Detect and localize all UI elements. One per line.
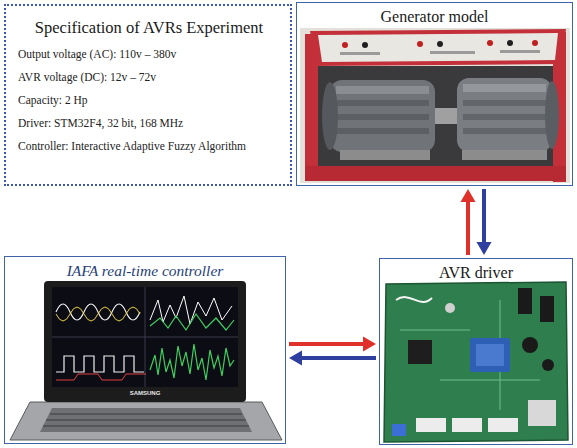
pcb-photo-part [522, 337, 538, 353]
pcb-photo-part [540, 296, 554, 322]
generator-photo-part [318, 33, 558, 62]
pcb-photo-part [440, 380, 540, 381]
pcb-photo-part [408, 340, 432, 364]
pcb-photo-part [452, 418, 482, 432]
laptop-photo [10, 281, 282, 440]
arrow-head [363, 337, 376, 352]
generator-photo-part [322, 82, 338, 150]
pcb-photo-part [384, 282, 568, 442]
spec-line: Output voltage (AC): 110v – 380v [18, 47, 280, 61]
pcb-photo-part [392, 424, 406, 436]
generator-photo-part [435, 108, 457, 124]
laptop-photo-part [150, 296, 232, 324]
generator-box: Generator model [296, 2, 573, 186]
pcb-photo-part [488, 418, 518, 432]
laptop-photo-part [43, 426, 249, 427]
generator-photo-part [340, 52, 380, 55]
laptop-photo-part [56, 374, 146, 380]
generator-photo-part [532, 40, 538, 46]
pcb-photo-part [470, 338, 510, 372]
laptop-photo-part [52, 287, 238, 387]
box-title: Generator model [303, 7, 566, 26]
signal-arrow [477, 189, 492, 255]
spec-title: Specification of AVRs Experiment [18, 18, 280, 38]
laptop-photo-part [10, 402, 282, 440]
arrow-head [461, 189, 476, 202]
driver-box: AVR driver [379, 258, 573, 445]
signal-arrow [289, 351, 376, 366]
laptop-photo-part [150, 314, 234, 330]
generator-photo-part [336, 114, 429, 120]
generator-photo-part [457, 78, 552, 152]
pcb-photo-part [528, 400, 556, 426]
box-title: AVR driver [386, 263, 566, 282]
arrow-head [289, 351, 302, 366]
laptop-photo-part [150, 344, 234, 380]
generator-photo-part [545, 81, 559, 149]
generator-photo-part [330, 80, 435, 152]
pcb-photo [384, 282, 568, 442]
generator-photo-part [336, 86, 429, 94]
pcb-photo-part [400, 330, 470, 331]
spec-line: Capacity: 2 Hp [18, 93, 280, 107]
laptop-photo-part [46, 420, 246, 421]
arrow-shaft [289, 342, 364, 346]
box-title: IAFA real-time controller [11, 261, 279, 280]
spec-line: AVR voltage (DC): 12v – 72v [18, 70, 280, 84]
laptop-photo-part [50, 414, 242, 415]
generator-photo-part [318, 66, 553, 166]
arrow-head [477, 242, 492, 255]
pcb-photo-part [396, 297, 432, 302]
generator-photo-part [336, 128, 429, 134]
pcb-photo-part [476, 344, 504, 366]
generator-photo-part [463, 128, 546, 134]
spec-line: Controller: Interactive Adaptive Fuzzy A… [18, 139, 280, 153]
arrow-shaft [482, 189, 486, 243]
arrow-shaft [301, 356, 376, 360]
laptop-photo-part [40, 408, 252, 432]
generator-photo-part [417, 41, 423, 47]
generator-photo-part [336, 100, 429, 106]
laptop-photo-part [52, 337, 238, 338]
generator-photo-part [462, 150, 547, 160]
generator-photo-part [340, 150, 430, 160]
spec-line: Driver: STM32F4, 32 bit, 168 MHz [18, 116, 280, 130]
generator-photo-part [300, 28, 570, 183]
generator-photo-part [500, 50, 540, 53]
pcb-photo-part [416, 418, 446, 432]
generator-photo-part [437, 41, 443, 47]
generator-photo-part [487, 40, 493, 46]
generator-photo-part [463, 84, 546, 92]
generator-photo-part [430, 51, 475, 54]
laptop-photo-part [56, 356, 144, 372]
arrow-shaft [466, 201, 470, 255]
signal-arrow [461, 189, 476, 255]
generator-photo-part [362, 42, 368, 48]
laptop-photo-part [56, 304, 140, 320]
brand-label: SAMSUNG [115, 389, 175, 397]
laptop-photo-part [44, 281, 246, 402]
generator-photo [300, 28, 570, 183]
generator-photo-part [342, 42, 348, 48]
laptop-photo-part [56, 307, 140, 321]
generator-photo-part [310, 29, 566, 66]
pcb-photo-part [518, 288, 532, 314]
generator-photo-part [507, 40, 513, 46]
pcb-photo-part [542, 359, 554, 371]
generator-photo-part [463, 114, 546, 120]
generator-photo-part [463, 100, 546, 106]
spec-box: Specification of AVRs ExperimentOutput v… [4, 4, 292, 186]
generator-photo-part [305, 166, 566, 181]
signal-arrow [289, 337, 376, 352]
pcb-photo-part [445, 303, 455, 313]
controller-box: IAFA real-time controller [4, 256, 286, 444]
